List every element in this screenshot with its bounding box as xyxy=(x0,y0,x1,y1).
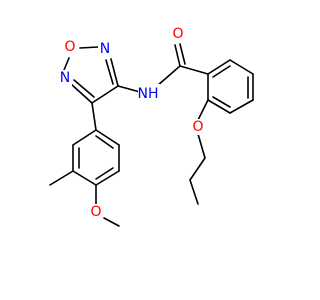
bond xyxy=(207,59,231,75)
bond xyxy=(197,133,206,159)
bond xyxy=(70,83,93,104)
bond xyxy=(95,135,114,149)
bond xyxy=(49,170,74,186)
bond xyxy=(95,129,120,146)
oxadiazole-ring xyxy=(63,46,119,104)
bond xyxy=(91,85,119,104)
bond xyxy=(207,99,231,114)
aryl-ring xyxy=(72,129,120,186)
bond xyxy=(103,217,120,227)
bond xyxy=(189,179,199,205)
bond xyxy=(79,46,99,49)
carbonyl-oxygen-label: O xyxy=(172,26,183,42)
bond xyxy=(105,59,114,85)
molecule-structure: O N N NH O O O xyxy=(49,26,254,227)
bond xyxy=(91,102,97,131)
bond xyxy=(197,99,209,121)
bond xyxy=(189,157,206,181)
bond xyxy=(179,43,186,65)
bond xyxy=(174,44,181,67)
bond xyxy=(63,57,70,71)
bond xyxy=(229,59,254,75)
nitrogen-atom-label: N xyxy=(60,70,70,86)
benzoyl-ring xyxy=(207,59,254,114)
amide-nh-label: NH xyxy=(138,86,159,102)
bond xyxy=(229,99,254,114)
bond xyxy=(212,65,231,78)
bond xyxy=(95,167,114,180)
bond xyxy=(73,79,95,98)
nitrogen-atom-label: N xyxy=(100,41,110,57)
bond xyxy=(95,170,120,186)
bond xyxy=(72,170,97,186)
oxygen-atom-label: O xyxy=(64,39,75,55)
bond xyxy=(179,65,209,75)
atom-labels: O N N NH O O O xyxy=(58,26,205,220)
bond xyxy=(212,96,231,108)
bond xyxy=(110,58,119,87)
methoxy-oxygen-label: O xyxy=(90,204,101,220)
molecule-canvas: O N N NH O O O xyxy=(49,26,254,227)
propoxy-oxygen-label: O xyxy=(192,119,203,135)
bond xyxy=(72,129,97,146)
bond xyxy=(117,85,141,93)
bond xyxy=(156,65,181,87)
